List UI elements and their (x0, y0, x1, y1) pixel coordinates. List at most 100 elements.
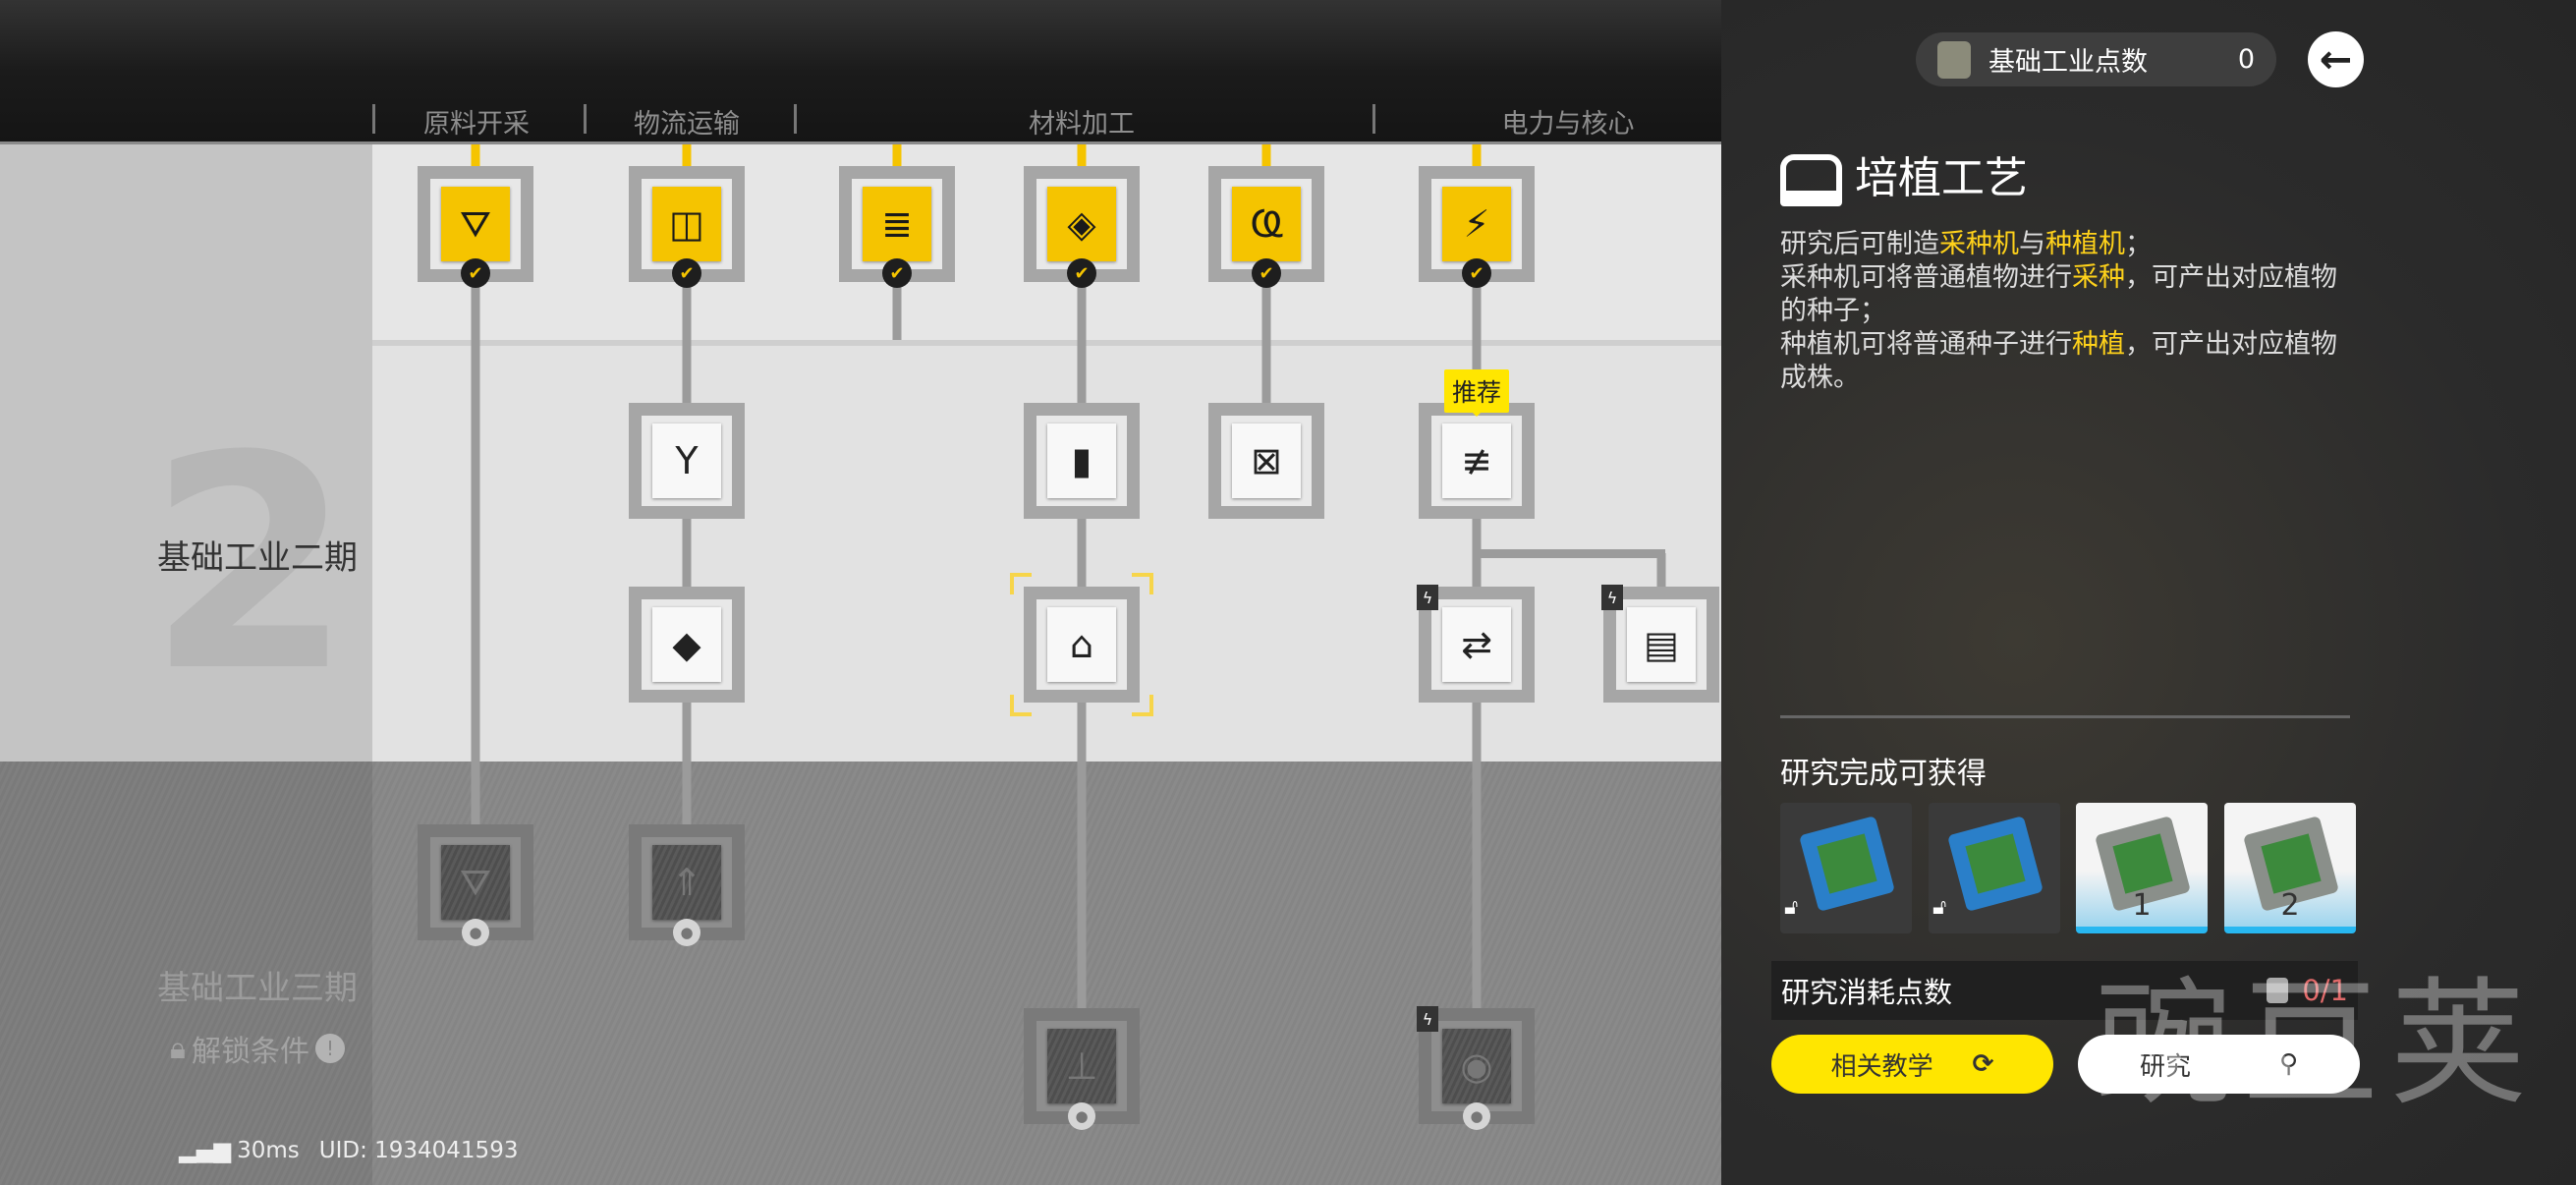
storage-icon: ▤ (1644, 623, 1679, 666)
description-text: 种植机可将普通种子进行 (1780, 329, 2072, 360)
description-line: 种植机可将普通种子进行种植，可产出对应植物成株。 (1780, 328, 2360, 395)
back-button[interactable]: ← (2308, 31, 2364, 87)
highlight-term: 采种 (2072, 262, 2125, 293)
recommend-badge: 推荐 (1443, 369, 1510, 417)
filler-icon: ▮ (1071, 439, 1092, 482)
machine-image (1799, 816, 1895, 912)
tech-node[interactable]: ◉ ● ϟ (1417, 1006, 1535, 1130)
selection-corner (1132, 695, 1153, 716)
connector-line (682, 282, 692, 824)
search-icon: ⚲ (2278, 1049, 2299, 1079)
points-counter: 基础工业点数 0 (1916, 32, 2276, 86)
reward-count: 1 (2132, 888, 2152, 923)
conveyor-icon: ⇑ (671, 861, 702, 904)
unlock-conditions-label: 解锁条件 (191, 1035, 309, 1069)
category-tab[interactable]: 物流运输 (634, 109, 740, 140)
connector-line (892, 144, 902, 166)
tech-node[interactable]: ⛛● (418, 824, 533, 946)
phase2-title: 基础工业二期 (157, 538, 358, 578)
tech-node[interactable]: ⇄ϟ (1417, 585, 1535, 703)
machine-icon: ⊥ (1065, 1044, 1098, 1088)
description-text: ，可产出对应植物的种子； (1780, 262, 2337, 326)
tech-node[interactable]: ⊠ (1208, 403, 1324, 519)
unlock-icon: 🔓︎ (1932, 895, 1947, 920)
tech-tree: 2 基础工业二期 基础工业三期 🔒︎ 解锁条件 ! ⛛✔◫✔≣✔◈✔Ҩ✔⚡✔Y▮… (0, 0, 1721, 1185)
tech-node[interactable]: Ҩ✔ (1208, 166, 1324, 288)
tutorial-label: 相关教学 (1830, 1051, 1933, 1082)
tech-node[interactable]: ≢ (1419, 403, 1535, 519)
tech-node[interactable]: ◆ (629, 587, 745, 703)
tech-node[interactable]: ⌂ (1010, 573, 1153, 716)
category-divider (794, 104, 797, 134)
lock-icon: ● (1463, 1102, 1490, 1130)
crusher-icon: ◈ (1067, 202, 1096, 246)
tutorial-button[interactable]: 相关教学 ⟳ (1771, 1035, 2053, 1094)
machine-image (1947, 816, 2044, 912)
cost-value: 0/1 (2302, 974, 2348, 1007)
highlight-term: 种植机 (2045, 229, 2125, 259)
connector-line (1261, 282, 1271, 403)
description-text: ，可产出对应植物成株。 (1780, 329, 2337, 393)
phase3-title: 基础工业三期 (157, 969, 358, 1008)
status-bar: ▂▄▆ 30ms UID: 1934041593 (179, 1138, 518, 1163)
description-text: 与 (2019, 229, 2045, 259)
reward-count: 2 (2280, 888, 2300, 923)
relay-icon: ⇄ (1461, 623, 1492, 666)
tech-node[interactable]: ◈✔ (1024, 166, 1140, 288)
planter-icon: ⌂ (1069, 623, 1094, 666)
tech-node[interactable]: ≣✔ (839, 166, 955, 288)
check-icon: ✔ (672, 258, 701, 288)
connector-line (471, 144, 480, 166)
category-divider (1372, 104, 1375, 134)
selection-corner (1010, 695, 1032, 716)
check-icon: ✔ (461, 258, 490, 288)
tech-node[interactable]: ▤ϟ (1601, 585, 1719, 703)
check-icon: ✔ (1067, 258, 1096, 288)
tech-node[interactable]: ⛛✔ (418, 166, 533, 288)
lock-icon: 🔒︎ (170, 1031, 186, 1066)
unlock-conditions-button[interactable]: 🔒︎ 解锁条件 ! (170, 1027, 345, 1070)
tech-node[interactable]: ◫✔ (629, 166, 745, 288)
research-label: 研究 (2139, 1051, 2191, 1082)
tech-node[interactable]: ▮ (1024, 403, 1140, 519)
power-required-icon: ϟ (1417, 585, 1438, 610)
reward-item-planter-blueprint[interactable]: 🔓︎ (1929, 803, 2060, 933)
reward-item-planter[interactable]: 2 (2224, 803, 2356, 933)
drill-icon: ⛛ (460, 201, 491, 246)
power-required-icon: ϟ (1417, 1006, 1438, 1032)
category-tab[interactable]: 原料开采 (423, 109, 530, 140)
splitter-icon: Y (675, 439, 699, 482)
phase-label-column (0, 144, 372, 762)
research-button[interactable]: 研究 ⚲ (2078, 1035, 2360, 1094)
category-header (0, 0, 1721, 144)
reward-item-seed-picker-blueprint[interactable]: 🔓︎ (1780, 803, 1912, 933)
detail-panel: 基础工业点数 0 ← 培植工艺 研究后可制造采种机与种植机；采种机可将普通植物进… (1721, 0, 2576, 1185)
arrow-left-icon: ← (2319, 36, 2353, 83)
rewards-title: 研究完成可获得 (1780, 757, 1987, 791)
tech-node[interactable]: ⊥● (1024, 1008, 1140, 1130)
category-divider (584, 104, 587, 134)
cube-icon (2267, 978, 2289, 1003)
description-text: ； (2125, 229, 2152, 259)
conveyor-icon: ◫ (669, 202, 704, 246)
connector-line (471, 282, 480, 824)
planter-icon (1780, 154, 1842, 206)
cost-row: 研究消耗点数 0/1 (1771, 961, 2358, 1020)
check-icon: ✔ (1462, 258, 1491, 288)
tech-node[interactable]: ⚡✔ (1419, 166, 1535, 288)
category-tab[interactable]: 材料加工 (1029, 109, 1135, 140)
drill-icon: ⛛ (460, 860, 491, 904)
signal-icon: ◉ (1460, 1044, 1493, 1088)
phase3-label-column (0, 762, 372, 1185)
connector-line (1261, 144, 1271, 166)
info-icon: ! (314, 1034, 345, 1063)
reward-item-seed-picker[interactable]: 1 (2076, 803, 2208, 933)
tech-node[interactable]: ⇑● (629, 824, 745, 946)
uid-label: UID: 1934041593 (318, 1138, 519, 1163)
selection-corner (1010, 573, 1032, 594)
refinery-icon: ≣ (881, 202, 913, 246)
tech-node[interactable]: Y (629, 403, 745, 519)
category-tab[interactable]: 电力与核心 (1501, 109, 1635, 140)
signal-icon: ▂▄▆ (179, 1138, 232, 1163)
grinder-icon: Ҩ (1250, 202, 1283, 246)
